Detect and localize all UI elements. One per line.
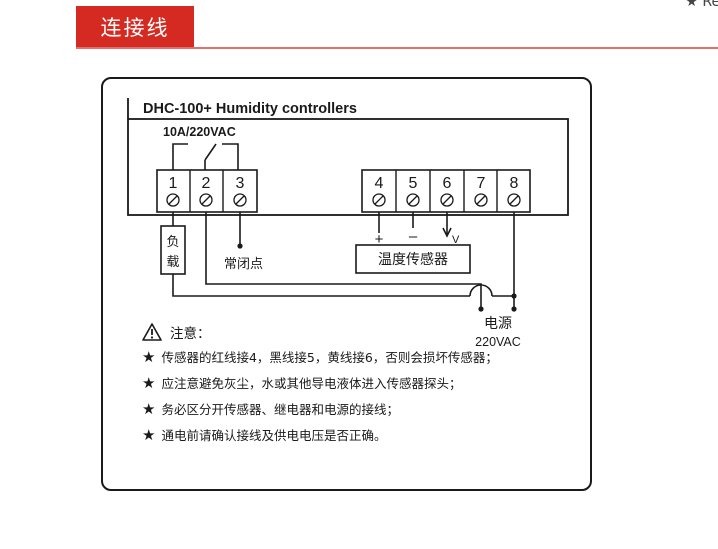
junction-dot — [511, 293, 517, 299]
terminal-number: 5 — [409, 175, 418, 192]
star-icon: ★ — [142, 348, 156, 366]
notes-heading: 注意： — [142, 322, 582, 342]
sensor-box — [355, 244, 471, 274]
power-label: 电源 — [484, 316, 512, 332]
junction-dot — [478, 306, 484, 312]
sensor-label: 温度传感器 — [378, 251, 448, 268]
sensor-pin-plus: + — [375, 231, 384, 248]
note-item: ★ 传感器的红线接4，黑线接5，黄线接6，否则会损坏传感器； — [142, 350, 582, 366]
load-label-bottom: 载 — [166, 255, 179, 270]
star-icon: ★ — [142, 374, 156, 392]
power-rating: 220VAC — [475, 335, 521, 349]
note-item: ★ 通电前请确认接线及供电电压是否正确。 — [142, 428, 582, 444]
terminal-block-left — [156, 169, 258, 213]
relay-contact — [172, 143, 239, 170]
terminal-number: 3 — [236, 175, 245, 192]
terminal-block-right — [361, 169, 531, 213]
section-title: 连接线 — [76, 6, 194, 48]
terminal-number: 4 — [375, 175, 384, 192]
sensor-pin-minus: – — [409, 228, 418, 245]
outer-frame — [101, 77, 592, 491]
terminal-number: 8 — [510, 175, 519, 192]
sensor-pin-v: V — [452, 234, 460, 246]
note-text: 务必区分开传感器、继电器和电源的接线； — [161, 402, 399, 417]
star-icon: ★ — [142, 426, 156, 444]
note-text: 应注意避免灰尘，水或其他导电液体进入传感器探头； — [161, 376, 462, 391]
model-title: DHC-100+ Humidity controllers — [143, 101, 357, 117]
notes-heading-text: 注意： — [170, 326, 211, 342]
note-item: ★ 应注意避免灰尘，水或其他导电液体进入传感器探头； — [142, 376, 582, 392]
corner-text: ★ Rel — [685, 0, 718, 10]
wiring — [172, 212, 515, 308]
notes-section: 注意： ★ 传感器的红线接4，黑线接5，黄线接6，否则会损坏传感器； ★ 应注意… — [142, 322, 582, 454]
terminal-number: 1 — [169, 175, 178, 192]
screw-icon — [166, 193, 521, 207]
relay-rating: 10A/220VAC — [163, 125, 236, 139]
terminal-number: 7 — [477, 175, 486, 192]
nc-point-dot — [237, 243, 243, 249]
nc-label: 常闭点 — [224, 257, 263, 272]
terminal-number: 2 — [202, 175, 211, 192]
note-text: 通电前请确认接线及供电电压是否正确。 — [161, 428, 387, 443]
warning-icon — [142, 323, 162, 341]
note-item: ★ 务必区分开传感器、继电器和电源的接线； — [142, 402, 582, 418]
section-divider — [76, 47, 718, 49]
controller-outline — [127, 118, 569, 216]
note-text: 传感器的红线接4，黑线接5，黄线接6，否则会损坏传感器； — [161, 350, 498, 365]
terminal-number: 6 — [443, 175, 452, 192]
load-label-top: 负 — [166, 235, 179, 250]
star-icon: ★ — [142, 400, 156, 418]
junction-dot — [511, 306, 517, 312]
